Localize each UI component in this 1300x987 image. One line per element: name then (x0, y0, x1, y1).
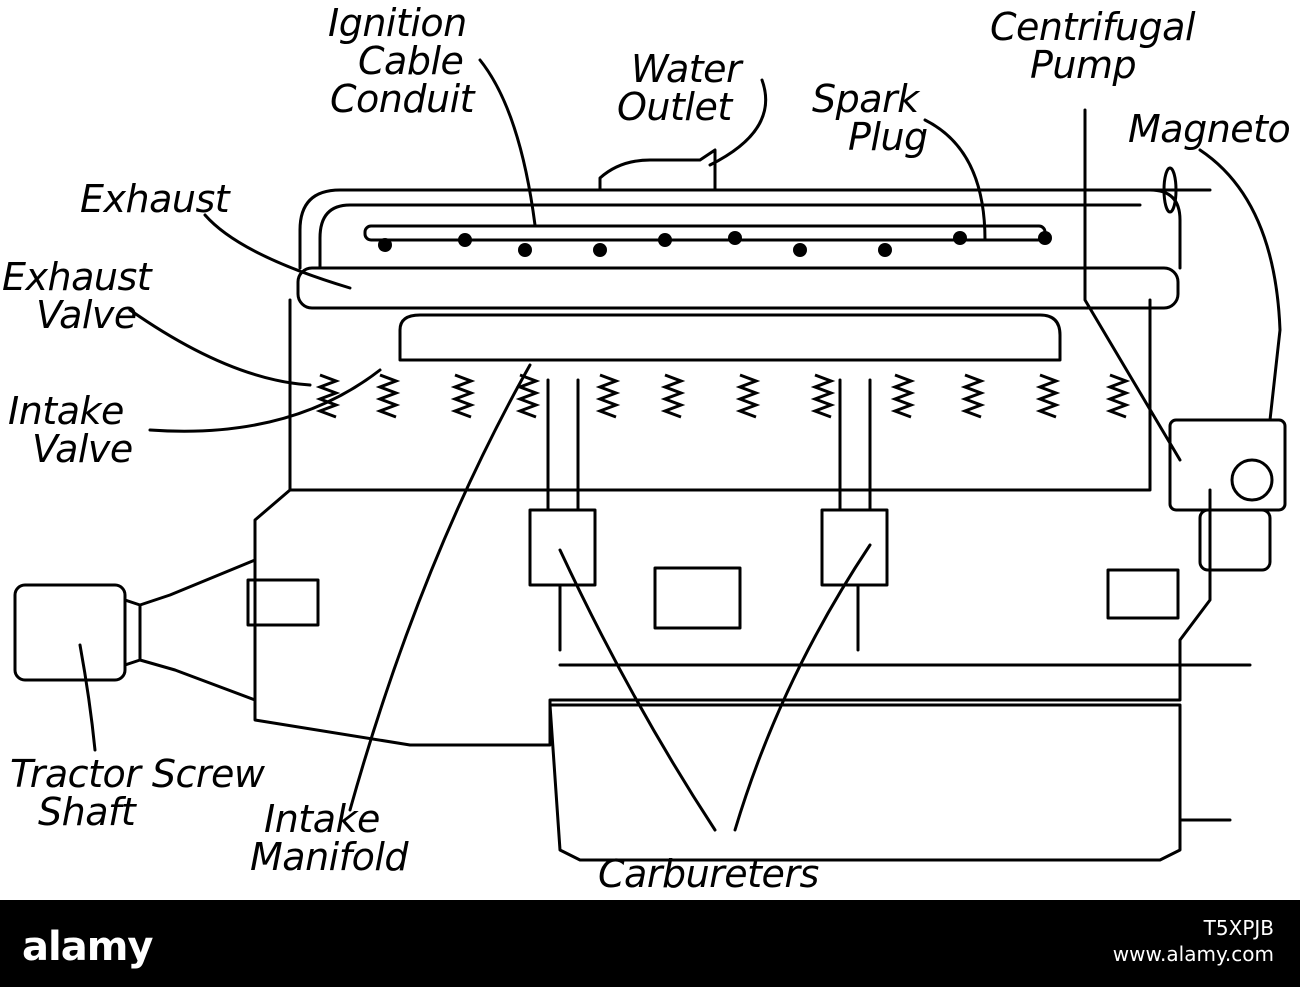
label-line: Intake (264, 797, 380, 841)
label-line: Spark (812, 77, 919, 121)
label-line: Valve (36, 293, 137, 337)
label-line: Manifold (250, 835, 409, 879)
label-intake-manifold: Intake Manifold (250, 797, 409, 879)
leader-exhaust-valve (128, 308, 312, 387)
carburetor-1 (528, 508, 597, 587)
nose-housing (138, 558, 257, 702)
crankcase (253, 488, 1212, 747)
footer-url: www.alamy.com (1112, 942, 1274, 966)
label-line: Conduit (330, 77, 475, 121)
water-pipe (298, 188, 1182, 270)
label-tractor-screw-shaft: Tractor Screw Shaft (10, 755, 265, 831)
label-line: Centrifugal (990, 5, 1196, 49)
label-water-outlet: Water Outlet (617, 47, 742, 129)
label-line: Cable (358, 39, 464, 83)
label-exhaust: Exhaust (80, 177, 230, 221)
label-line: Plug (848, 115, 928, 159)
alamy-logo: alamy (22, 924, 153, 970)
intake-manifold-shape (398, 313, 1062, 362)
inspection-plate-1 (246, 578, 320, 627)
label-line: Exhaust (80, 177, 230, 221)
magneto-body (1168, 418, 1287, 512)
label-line: Tractor Screw (10, 752, 265, 796)
inspection-plate-2 (653, 566, 742, 630)
tractor-screw-hub (13, 583, 127, 682)
leader-ignition (478, 58, 537, 227)
leader-carb-1 (558, 548, 717, 832)
exhaust-manifold (296, 266, 1180, 310)
leader-tractor (78, 643, 97, 752)
label-line: Shaft (38, 790, 136, 834)
water-outlet (598, 148, 717, 192)
leader-intake-valve (148, 368, 382, 433)
label-line: Water (631, 47, 742, 91)
label-centrifugal-pump: Centrifugal Pump (990, 5, 1196, 87)
leader-carb-2 (733, 543, 872, 832)
label-magneto: Magneto (1128, 107, 1291, 151)
label-intake-valve: Intake Valve (8, 392, 133, 468)
footer-info: T5XPJB www.alamy.com (1113, 916, 1274, 968)
label-spark-plug: Spark Plug (812, 80, 928, 156)
stock-footer: alamy T5XPJB www.alamy.com (0, 900, 1300, 987)
leader-spark-plug (923, 118, 987, 242)
label-ignition-cable-conduit: Ignition Cable Conduit (328, 1, 475, 121)
leader-intake-manifold (348, 363, 532, 812)
leader-exhaust (203, 213, 352, 290)
label-carbureters: Carbureters (598, 855, 819, 893)
label-line: Pump (1030, 43, 1137, 87)
label-line: Outlet (617, 85, 732, 129)
label-line: Intake (8, 389, 124, 433)
image-id: T5XPJB (1203, 916, 1274, 940)
leader-water (708, 78, 768, 167)
oil-pan (548, 703, 1182, 862)
label-exhaust-valve: Exhaust Valve (2, 255, 152, 337)
spark-plugs (378, 231, 1052, 257)
engine-diagram (13, 58, 1287, 862)
label-line: Ignition (328, 1, 467, 45)
leader-magneto (1198, 148, 1282, 422)
label-line: Magneto (1128, 107, 1291, 151)
label-line: Exhaust (2, 255, 152, 299)
cylinder-block (288, 298, 1152, 492)
carburetor-2 (820, 508, 889, 587)
label-line: Carbureters (598, 852, 819, 896)
valve-springs (315, 373, 1131, 419)
leader-pump (1083, 108, 1182, 462)
label-line: Valve (32, 427, 133, 471)
inspection-plate-3 (1106, 568, 1180, 620)
